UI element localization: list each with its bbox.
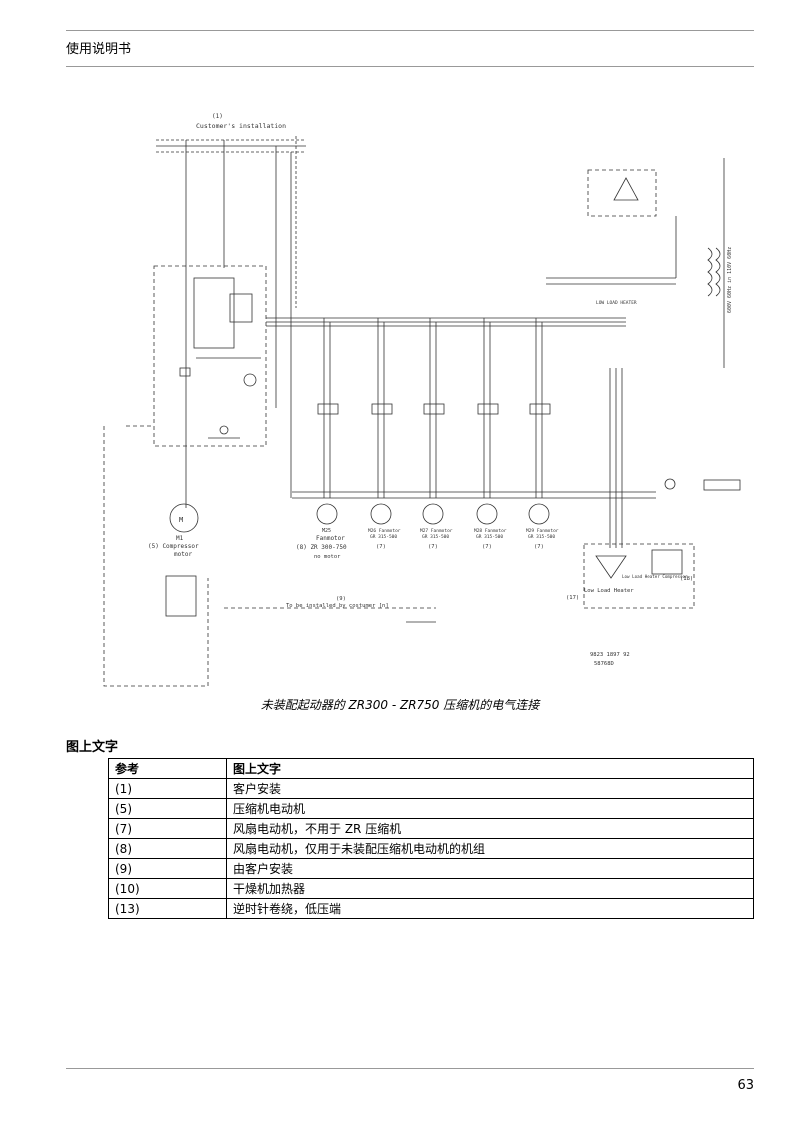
text-cell: 由客户安装 <box>226 858 754 879</box>
svg-text:M: M <box>179 516 183 524</box>
section-title: 图上文字 <box>66 740 119 755</box>
diagram-label-m1: M1 <box>176 535 184 542</box>
electrical-diagram: (1) Customer's installation M M1 (5) Com… <box>96 108 746 693</box>
footer-rule <box>66 1068 754 1069</box>
diagram-label-m29-type: GR 315-500 <box>528 534 555 540</box>
diagram-label-llh-compressor: Low Load Heater Compressor <box>622 574 688 579</box>
diagram-label-zr-range: (8) ZR 300-750 <box>296 544 347 551</box>
diagram-label-voltage: 600V 60Hz in 110V 60Hz <box>727 247 733 313</box>
table-row: (8)风扇电动机，仅用于未装配压缩机电动机的机组 <box>108 838 754 859</box>
diagram-label-m26: M26 Fanmotor <box>368 528 401 534</box>
diagram-label-sheet-number: 58768D <box>594 661 614 667</box>
diagram-label-llh-compressor-num: (18) <box>680 576 693 582</box>
legend-table: 参考 图上文字 (1)客户安装 (5)压缩机电动机 (7)风扇电动机，不用于 Z… <box>108 758 754 919</box>
diagram-label-no-motor: no motor <box>314 554 341 560</box>
header-rule-top <box>66 30 754 31</box>
page-number: 63 <box>737 1078 754 1093</box>
text-cell: 干燥机加热器 <box>226 878 754 899</box>
diagram-label-customers-installation-num: (1) <box>212 113 223 120</box>
diagram-label-drawing-number: 9823 1897 92 <box>590 652 630 658</box>
diagram-label-m28-ref: (7) <box>482 544 492 550</box>
table-row: (9)由客户安装 <box>108 858 754 879</box>
header-title: 使用说明书 <box>66 42 132 57</box>
table-row: (13)逆时针卷绕，低压端 <box>108 898 754 919</box>
diagram-label-m29: M29 Fanmotor <box>526 528 559 534</box>
ref-cell: (7) <box>108 818 227 839</box>
diagram-label-m28-type: GR 315-500 <box>476 534 503 540</box>
ref-cell: (13) <box>108 898 227 919</box>
diagram-label-compressor-motor: motor <box>174 551 192 558</box>
text-cell: 客户安装 <box>226 778 754 799</box>
ref-cell: (5) <box>108 798 227 819</box>
diagram-label-fanmotor: Fanmotor <box>316 535 345 542</box>
diagram-label-m26-type: GR 315-500 <box>370 534 397 540</box>
table-row: (7)风扇电动机，不用于 ZR 压缩机 <box>108 818 754 839</box>
table-row: (5)压缩机电动机 <box>108 798 754 819</box>
diagram-label-llh-num: (17) <box>566 595 579 601</box>
diagram-label-to-be-installed: To be installed by costumer [n] <box>286 603 389 609</box>
diagram-label-low-load-heater: Low Load Heater <box>584 588 634 594</box>
diagram-label-to-be-installed-num: (9) <box>336 596 346 602</box>
figure-caption: 未装配起动器的 ZR300 - ZR750 压缩机的电气连接 <box>260 698 540 712</box>
diagram-label-compressor-num: (5) Compressor <box>148 543 199 550</box>
table-row: (10)干燥机加热器 <box>108 878 754 899</box>
table-header-row: 参考 图上文字 <box>108 758 754 779</box>
text-cell: 逆时针卷绕，低压端 <box>226 898 754 919</box>
ref-cell: (8) <box>108 838 227 859</box>
diagram-label-low-load-heater-top: LOW LOAD HEATER <box>596 300 637 306</box>
text-cell: 风扇电动机，不用于 ZR 压缩机 <box>226 818 754 839</box>
fan-columns <box>316 318 551 525</box>
text-cell: 风扇电动机，仅用于未装配压缩机电动机的机组 <box>226 838 754 859</box>
header-rule-bottom <box>66 66 754 67</box>
ref-cell: (1) <box>108 778 227 799</box>
ref-cell: (10) <box>108 878 227 899</box>
column-header-text: 图上文字 <box>226 758 754 779</box>
text-cell: 压缩机电动机 <box>226 798 754 819</box>
diagram-label-m28: M28 Fanmotor <box>474 528 507 534</box>
table-row: (1)客户安装 <box>108 778 754 799</box>
diagram-label-m26-ref: (7) <box>376 544 386 550</box>
diagram-label-m29-ref: (7) <box>534 544 544 550</box>
ref-cell: (9) <box>108 858 227 879</box>
diagram-label-m27-ref: (7) <box>428 544 438 550</box>
diagram-label-m27: M27 Fanmotor <box>420 528 453 534</box>
column-header-ref: 参考 <box>108 758 227 779</box>
diagram-label-customers-installation: Customer's installation <box>196 122 286 130</box>
diagram-label-m25: M25 <box>322 528 331 534</box>
diagram-label-m27-type: GR 315-500 <box>422 534 449 540</box>
